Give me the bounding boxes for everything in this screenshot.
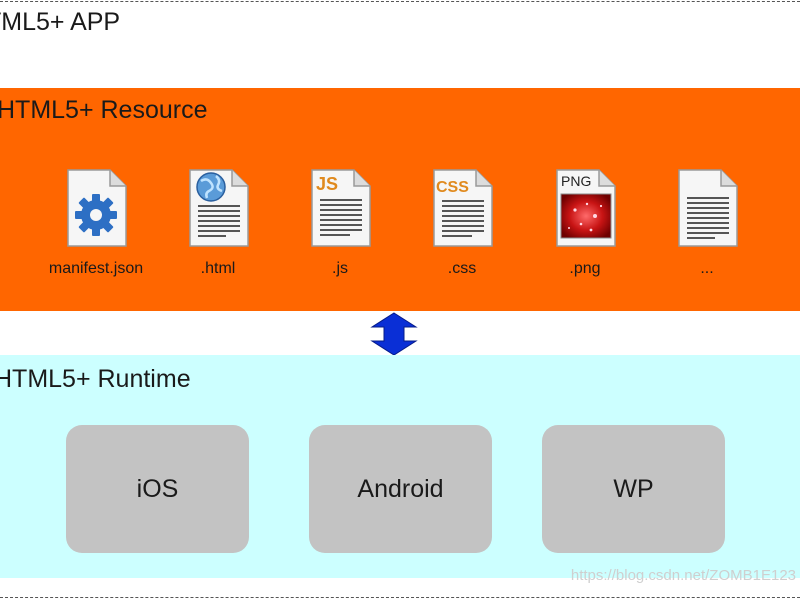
file-html: .html xyxy=(158,168,278,283)
bidirectional-arrow xyxy=(370,312,418,356)
platform-ios: iOS xyxy=(66,425,249,553)
js-text: JS xyxy=(311,169,371,247)
platform-wp: WP xyxy=(542,425,725,553)
file-label: .css xyxy=(447,260,477,277)
file-label: .js xyxy=(332,260,348,277)
js-badge: JS xyxy=(316,174,338,194)
resource-title: HTML5+ Resource xyxy=(0,96,208,124)
file-label: manifest.json xyxy=(48,260,144,277)
file-label: ... xyxy=(700,260,714,277)
png-badge: PNG xyxy=(561,173,591,189)
resource-band: HTML5+ Resource manifest. xyxy=(0,88,800,311)
css-badge: CSS xyxy=(436,179,469,196)
document-icon xyxy=(678,169,738,247)
bottom-dashed-border xyxy=(0,597,800,598)
file-label: .png xyxy=(569,260,601,277)
file-css: CSS .css xyxy=(402,168,522,283)
runtime-band: HTML5+ Runtime iOS Android WP xyxy=(0,355,800,578)
file-js: JS .js xyxy=(280,168,400,283)
top-dashed-border xyxy=(0,1,800,2)
app-title: TML5+ APP xyxy=(0,8,121,36)
file-png: PNG .png xyxy=(525,168,645,283)
file-label: .html xyxy=(200,260,236,277)
file-manifest-json: manifest.json xyxy=(36,168,156,283)
double-arrow-icon xyxy=(370,312,418,356)
platform-android: Android xyxy=(309,425,492,553)
image-icon: PNG xyxy=(556,169,616,247)
file-other: ... xyxy=(647,168,767,283)
globe-icon xyxy=(189,169,249,247)
runtime-title: HTML5+ Runtime xyxy=(0,365,191,393)
gear-icon xyxy=(67,169,127,247)
watermark: https://blog.csdn.net/ZOMB1E123 xyxy=(570,567,796,584)
css-text: CSS xyxy=(433,169,493,247)
